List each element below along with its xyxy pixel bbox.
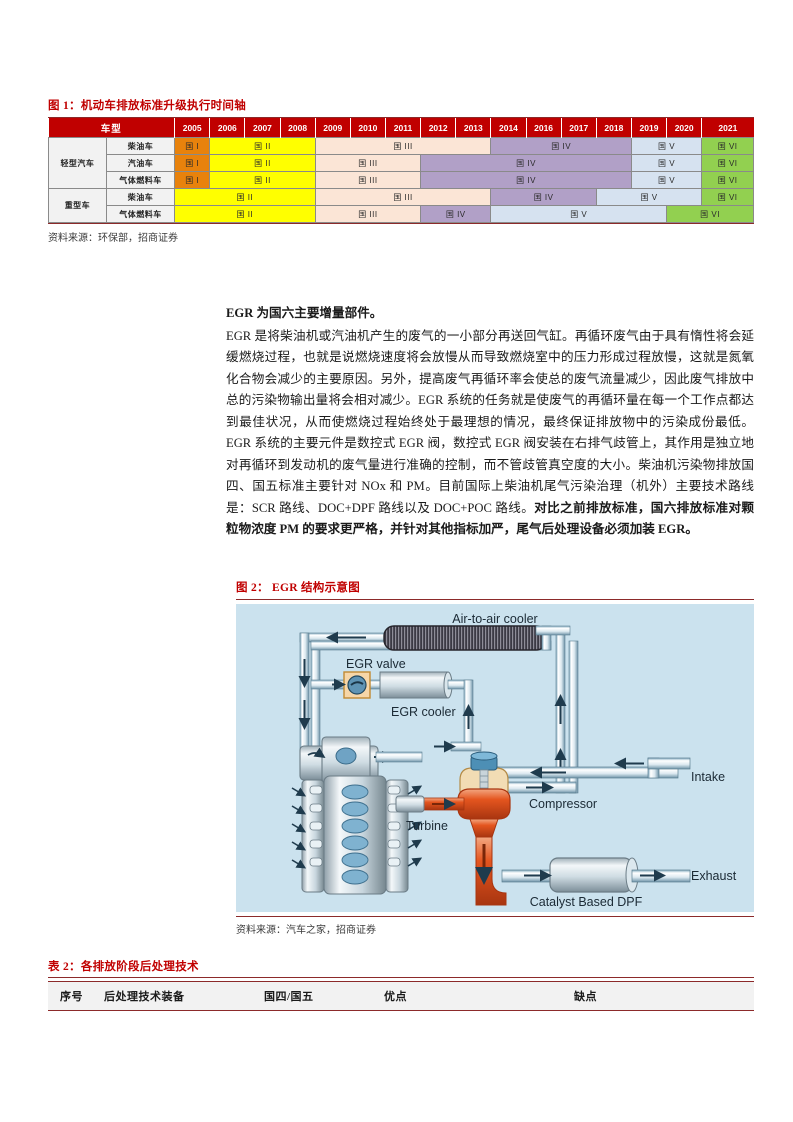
year-header-2014: 2014 [490, 118, 527, 138]
timeline-standard-segment: 国 III [314, 137, 492, 155]
timeline-category-cell: 重型车 [48, 188, 107, 223]
emission-timeline-table: 车型 2005 2006 2007 2008 2009 2010 2011 20… [48, 118, 754, 223]
t2-col-cons: 缺点 [574, 981, 754, 1011]
figure-2-caption-row: 图 2： EGR 结构示意图 [236, 578, 754, 600]
year-header-2009: 2009 [315, 118, 351, 138]
figure-1-bottom-rule [48, 223, 754, 224]
year-header-2021: 2021 [701, 118, 754, 138]
body-text-block: EGR 为国六主要增量部件。 EGR 是将柴油机或汽油机产生的废气的一小部分再送回… [226, 303, 754, 541]
year-header-2018: 2018 [596, 118, 632, 138]
table-2-block: 表 2：各排放阶段后处理技术 序号 后处理技术装备 国四/国五 优点 缺点 [48, 957, 754, 1011]
timeline-subtype-cell: 柴油车 [105, 137, 176, 155]
body-lead-sentence: EGR 为国六主要增量部件。 [226, 306, 383, 320]
table-2-header-row: 序号 后处理技术装备 国四/国五 优点 缺点 [48, 981, 754, 1011]
timeline-standard-segment: 国 II [174, 205, 316, 223]
year-header-2017: 2017 [561, 118, 597, 138]
year-header-2010: 2010 [350, 118, 386, 138]
timeline-standard-segment: 国 IV [420, 171, 632, 189]
timeline-standard-segment: 国 V [630, 137, 703, 155]
timeline-header-row: 车型 2005 2006 2007 2008 2009 2010 2011 20… [48, 118, 754, 138]
year-header-2016: 2016 [526, 118, 562, 138]
label-catalyst-based-dpf: Catalyst Based DPF [530, 895, 643, 909]
timeline-subtype-cell: 气体燃料车 [105, 171, 176, 189]
timeline-standard-segment: 国 V [490, 205, 668, 223]
label-air-to-air-cooler: Air-to-air cooler [452, 612, 537, 626]
t2-col-index: 序号 [48, 981, 104, 1011]
figure-2-source-row: 资料来源：汽车之家，招商证券 [236, 916, 754, 938]
timeline-standard-segment: 国 V [630, 171, 703, 189]
body-paragraph-bold-tail: 对比之前排放标准，国六排放标准对颗粒物浓度 PM 的要求更严格，并针对其他指标加… [226, 500, 755, 537]
year-header-2019: 2019 [631, 118, 668, 138]
figure-1-source: 资料来源：环保部，招商证券 [48, 233, 178, 244]
figure-1-block: 图 1：机动车排放标准升级执行时间轴 车型 2005 2006 2007 200… [48, 96, 754, 246]
timeline-standard-segment: 国 II [174, 188, 316, 206]
label-egr-cooler: EGR cooler [391, 705, 456, 719]
year-header-2013: 2013 [455, 118, 492, 138]
t2-col-pros: 优点 [384, 981, 574, 1011]
timeline-standard-segment: 国 II [209, 154, 316, 172]
egr-schematic-image: Air-to-air cooler [236, 604, 754, 912]
year-header-2020: 2020 [666, 118, 703, 138]
timeline-standard-segment: 国 IV [490, 137, 632, 155]
timeline-standard-segment: 国 III [314, 188, 492, 206]
timeline-standard-segment: 国 IV [420, 205, 492, 223]
figure-2-block: 图 2： EGR 结构示意图 [236, 578, 754, 938]
timeline-standard-segment: 国 VI [701, 154, 754, 172]
year-header-2012: 2012 [420, 118, 457, 138]
t2-col-device: 后处理技术装备 [104, 981, 264, 1011]
figure-2-source: 资料来源：汽车之家，招商证券 [236, 925, 376, 936]
timeline-standard-segment: 国 IV [420, 154, 632, 172]
timeline-standard-segment: 国 V [595, 188, 703, 206]
body-paragraph: EGR 是将柴油机或汽油机产生的废气的一小部分再送回气缸。再循环废气由于具有惰性… [226, 328, 754, 515]
figure-1-source-row: 资料来源：环保部，招商证券 [48, 224, 754, 246]
timeline-standard-segment: 国 II [209, 171, 316, 189]
timeline-subtype-cell: 柴油车 [105, 188, 176, 206]
year-header-2006: 2006 [209, 118, 246, 138]
t2-col-stage: 国四/国五 [264, 981, 384, 1011]
figure-1-caption: 图 1：机动车排放标准升级执行时间轴 [48, 100, 247, 112]
label-turbine: Turbine [406, 819, 448, 833]
timeline-standard-segment: 国 VI [701, 137, 754, 155]
figure-1-caption-row: 图 1：机动车排放标准升级执行时间轴 [48, 96, 754, 118]
figure-2-caption: 图 2： EGR 结构示意图 [236, 582, 360, 594]
timeline-standard-segment: 国 IV [490, 188, 597, 206]
timeline-standard-segment: 国 VI [666, 205, 754, 223]
timeline-standard-segment: 国 VI [701, 171, 754, 189]
timeline-standard-segment: 国 III [314, 154, 422, 172]
timeline-standard-segment: 国 II [209, 137, 316, 155]
timeline-standard-segment: 国 III [314, 171, 422, 189]
year-header-2011: 2011 [385, 118, 422, 138]
year-header-2008: 2008 [280, 118, 316, 138]
timeline-standard-segment: 国 I [174, 154, 211, 172]
timeline-standard-segment: 国 I [174, 137, 211, 155]
year-header-2005: 2005 [174, 118, 211, 138]
timeline-subtype-cell: 气体燃料车 [105, 205, 176, 223]
timeline-vehicle-header: 车型 [48, 118, 176, 138]
table-2-caption: 表 2：各排放阶段后处理技术 [48, 961, 199, 973]
label-egr-valve: EGR valve [346, 657, 406, 671]
timeline-subtype-cell: 汽油车 [105, 154, 176, 172]
timeline-standard-segment: 国 I [174, 171, 211, 189]
timeline-standard-segment: 国 III [314, 205, 422, 223]
timeline-category-cell: 轻型汽车 [48, 137, 107, 189]
table-2-caption-row: 表 2：各排放阶段后处理技术 [48, 957, 754, 978]
label-intake: Intake [691, 770, 725, 784]
timeline-standard-segment: 国 VI [701, 188, 754, 206]
timeline-standard-segment: 国 V [630, 154, 703, 172]
aftertreatment-tech-table: 序号 后处理技术装备 国四/国五 优点 缺点 [48, 981, 754, 1011]
year-header-2007: 2007 [244, 118, 281, 138]
label-exhaust: Exhaust [691, 869, 737, 883]
label-compressor: Compressor [529, 797, 597, 811]
